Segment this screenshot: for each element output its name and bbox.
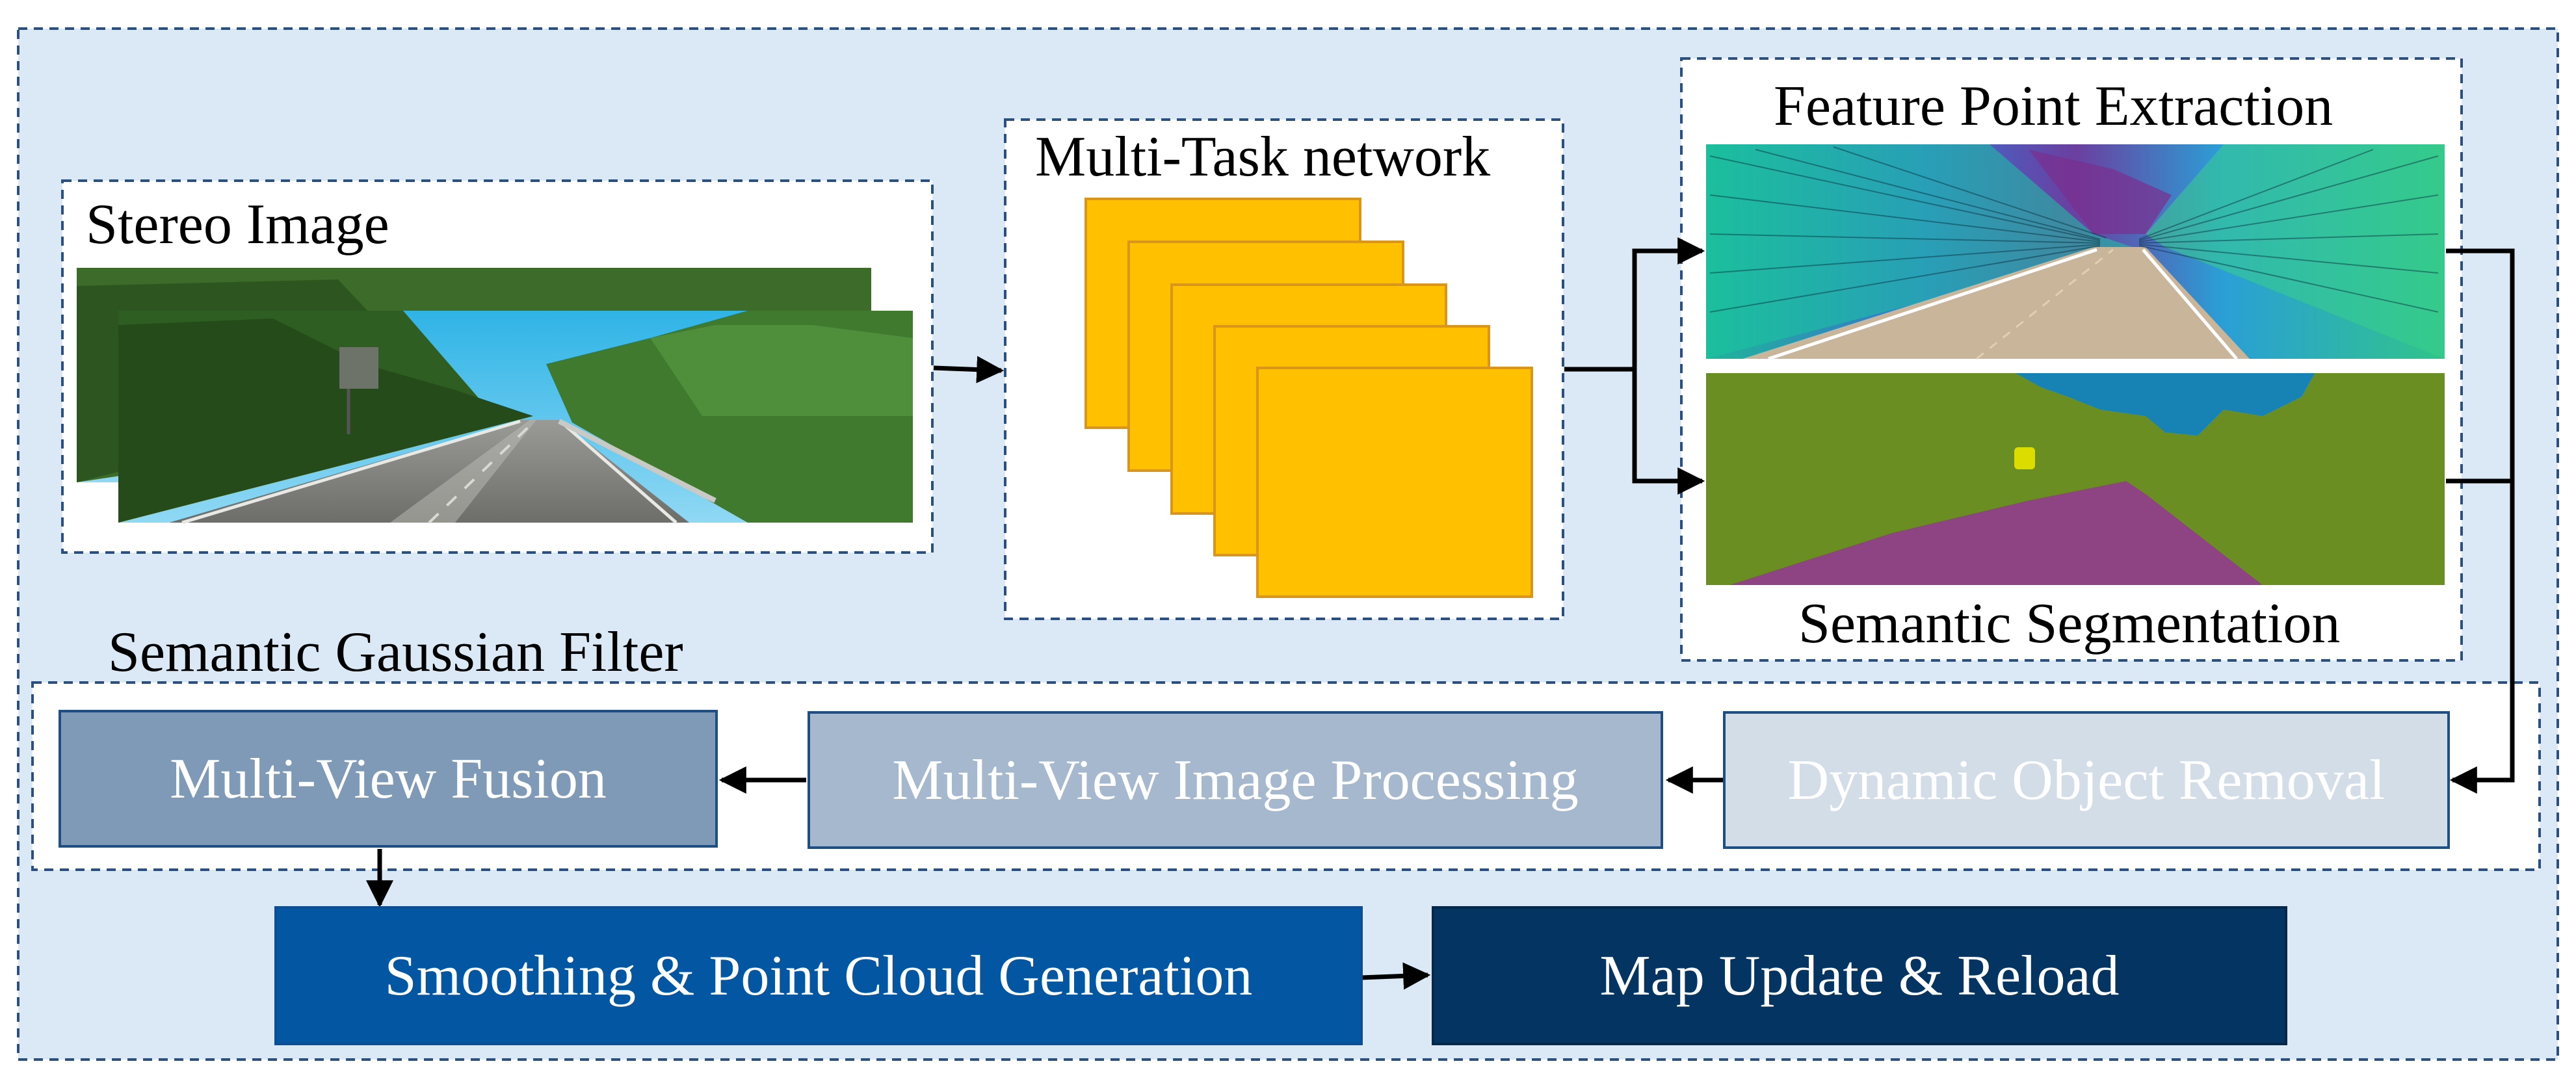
removal-box-bg — [1723, 711, 2450, 849]
feature-map-stack — [1084, 198, 1533, 598]
multi-view-fusion-step: Multi-View Fusion — [170, 747, 607, 811]
stereo-image-title: Stereo Image — [86, 193, 389, 256]
connector-feature-out — [2446, 248, 2515, 481]
processing-box-bg — [808, 711, 1663, 849]
dynamic-object-removal-step: Dynamic Object Removal — [1787, 748, 2385, 812]
multi-view-image-processing-step: Multi-View Image Processing — [892, 748, 1579, 812]
stereo-image-right — [118, 311, 913, 525]
map-update-reload-step: Map Update & Reload — [1599, 944, 2120, 1008]
multi-task-title: Multi-Task network — [1035, 125, 1491, 189]
arrow-to-removal — [2446, 478, 2515, 794]
feature-point-title: Feature Point Extraction — [1774, 75, 2333, 138]
arrow-smoothing-to-map — [1361, 962, 1431, 990]
multi-task-panel — [1004, 118, 1564, 620]
feature-point-image — [1706, 144, 2445, 361]
arrow-network-to-segmentation — [1632, 369, 1705, 495]
filter-group-title: Semantic Gaussian Filter — [108, 621, 683, 684]
segmentation-title: Semantic Segmentation — [1798, 592, 2341, 655]
map-update-box-bg — [1432, 906, 2287, 1045]
arrow-stereo-to-network — [933, 356, 1005, 384]
stereo-image-panel — [61, 179, 934, 554]
feature-map-layer — [1256, 367, 1533, 598]
perception-output-panel — [1680, 57, 2463, 662]
smoothing-box-bg — [274, 906, 1363, 1045]
connectors — [366, 237, 2515, 990]
smoothing-point-cloud-step: Smoothing & Point Cloud Generation — [384, 944, 1253, 1008]
arrow-network-to-feature — [1632, 237, 1705, 369]
fusion-box-bg — [59, 710, 718, 848]
segmentation-image — [1706, 373, 2445, 585]
